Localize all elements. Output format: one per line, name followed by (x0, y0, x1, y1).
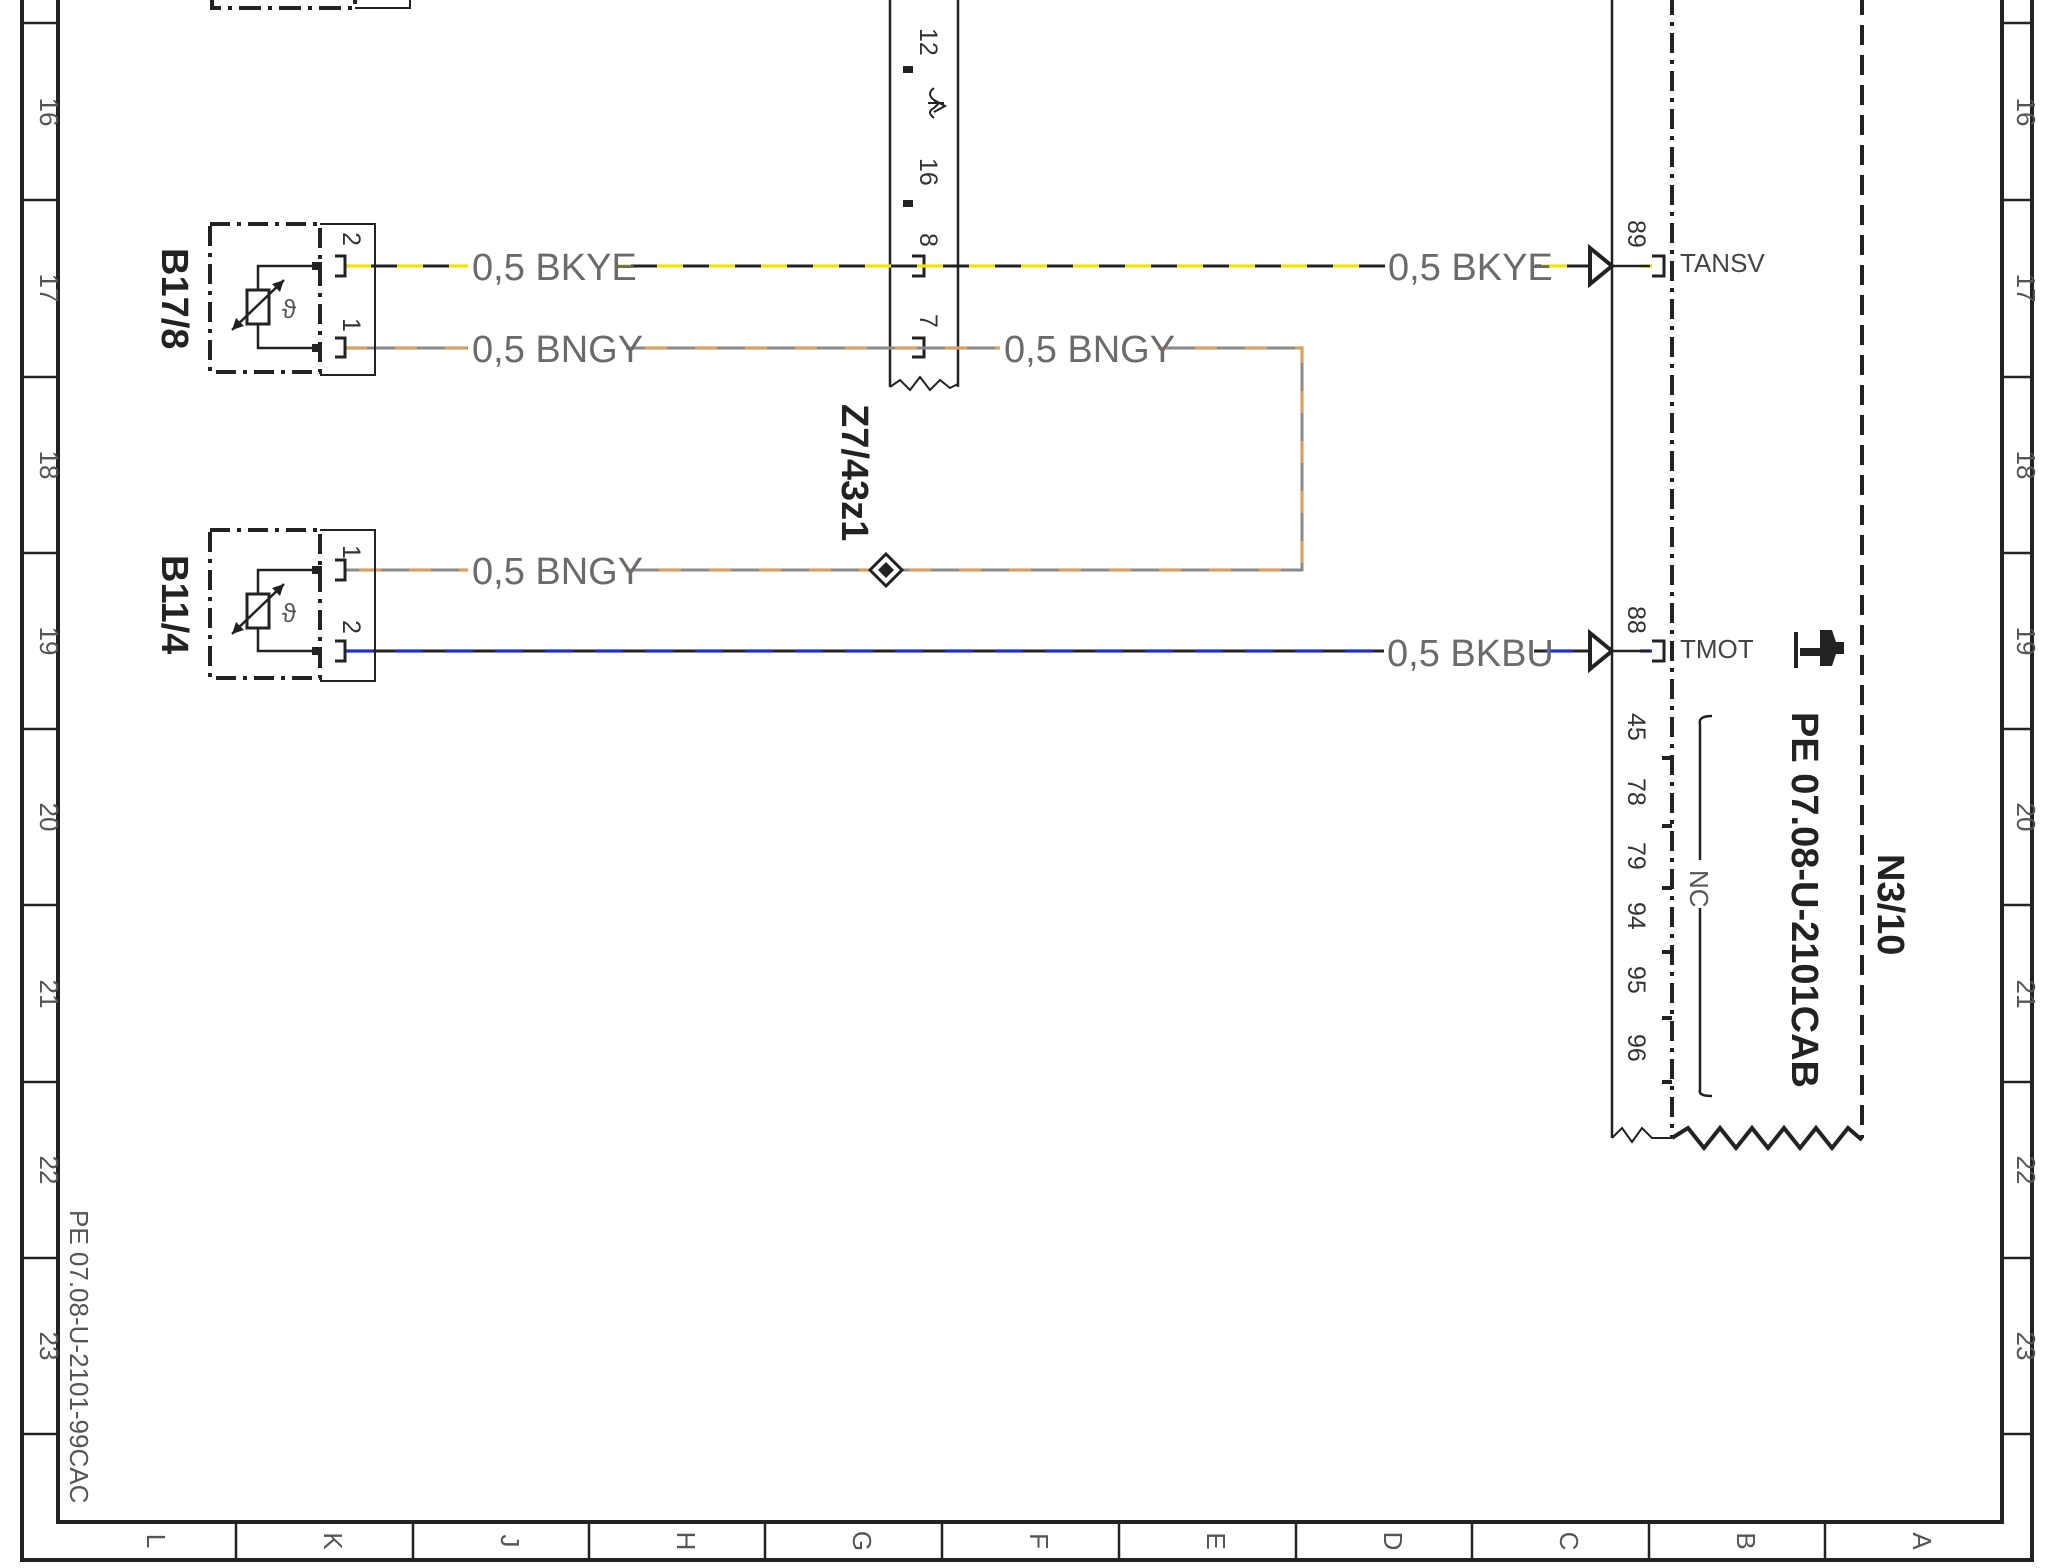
connector-pin-label: 16 (914, 158, 942, 186)
row-labels-right: 16 17 18 19 20 21 22 23 (2011, 98, 2041, 1361)
n3-10-nc-pin: 94 (1622, 902, 1650, 930)
n3-10-nc-pin: 96 (1622, 1034, 1650, 1062)
row-label: 23 (34, 1332, 64, 1361)
row-label: 23 (2011, 1332, 2041, 1361)
n3-10-nc-pin: 95 (1622, 966, 1650, 994)
column-label: E (1201, 1532, 1231, 1549)
wire-label-bkye: 0,5 BKYE (472, 247, 637, 289)
wire-bngy-base (345, 346, 1304, 572)
column-labels: L K J H G F E D C B A (141, 1531, 1937, 1551)
partial-component-top (210, 0, 411, 10)
wires (345, 264, 1652, 653)
column-label: L (141, 1534, 171, 1548)
connector-pin-label: 12 (914, 28, 942, 56)
row-label: 16 (2011, 98, 2041, 127)
column-label: G (847, 1531, 877, 1551)
row-label: 19 (34, 627, 64, 656)
wire-label-bngy: 0,5 BNGY (472, 329, 643, 371)
column-label: B (1731, 1532, 1761, 1549)
column-label: J (495, 1535, 525, 1548)
row-label: 18 (2011, 451, 2041, 480)
wire-bngy (345, 346, 1304, 572)
b17-8-pin-2: 2 (337, 232, 365, 246)
row-label: 17 (34, 274, 64, 303)
hand-pointer-icon (1794, 630, 1844, 668)
wire-label-bngy: 0,5 BNGY (1004, 329, 1175, 371)
row-label: 17 (2011, 274, 2041, 303)
column-ticks (234, 1522, 1827, 1560)
n3-10-label: N3/10 (1869, 854, 1911, 955)
wire-labels: 0,5 BKYE 0,5 BKYE 0,5 BNGY 0,5 BNGY 0,5 … (468, 242, 1554, 675)
splice-z7-43z1: Z7/43z1 (833, 404, 905, 589)
row-label: 20 (34, 803, 64, 832)
connector-pin-label: 7 (914, 314, 942, 328)
n3-10-signal-tmot: TMOT (1680, 634, 1754, 664)
row-label: 21 (34, 980, 64, 1009)
row-label: 19 (2011, 627, 2041, 656)
wire-bngy-stripe (345, 346, 1304, 572)
connector-strip: 12 16 8 7 (888, 0, 960, 392)
row-label: 22 (2011, 1156, 2041, 1185)
column-label: C (1554, 1532, 1584, 1551)
sensor-b11-4: ϑ 1 2 B11/4 (153, 528, 376, 682)
b11-4-label: B11/4 (153, 555, 195, 654)
column-label: D (1378, 1532, 1408, 1551)
sensor-b17-8: ϑ 2 1 B17/8 (153, 222, 376, 376)
wire-label-bngy: 0,5 BNGY (472, 551, 643, 593)
n3-10-reference: PE 07.08-U-2101CAB (1783, 712, 1825, 1088)
row-labels-left: 16 17 18 19 20 21 22 23 (34, 98, 64, 1361)
n3-10-nc-pin: 45 (1622, 713, 1650, 741)
column-label: A (1907, 1532, 1937, 1550)
n3-10-pin-88: 88 (1622, 606, 1650, 634)
n3-10-signal-tansv: TANSV (1680, 248, 1765, 278)
connector-pin-label: 8 (914, 233, 942, 247)
n3-10-nc-label: NC (1684, 870, 1714, 908)
b17-8-pin-1: 1 (337, 318, 365, 332)
row-label: 20 (2011, 803, 2041, 832)
drawing-frame (20, 0, 2034, 1562)
row-label: 18 (34, 451, 64, 480)
n3-10-pin-89: 89 (1622, 220, 1650, 248)
column-label: H (671, 1532, 701, 1551)
document-reference: PE 07.08-U-2101-99CAC (64, 1210, 94, 1503)
z7-43z1-label: Z7/43z1 (833, 404, 875, 541)
n3-10-nc-pin: 78 (1622, 778, 1650, 806)
n3-10-nc-pin: 79 (1622, 842, 1650, 870)
wire-label-bkbu: 0,5 BKBU (1387, 633, 1554, 675)
wire-label-bkye: 0,5 BKYE (1388, 247, 1553, 289)
b17-8-label: B17/8 (153, 248, 195, 349)
svg-text:ϑ: ϑ (282, 294, 297, 324)
control-unit-n3-10: 89 TANSV 88 TMOT 45 78 79 94 95 96 NC PE… (1588, 0, 1911, 1152)
column-label: F (1024, 1533, 1054, 1549)
row-ticks (22, 21, 2032, 1436)
row-label: 21 (2011, 980, 2041, 1009)
row-label: 16 (34, 98, 64, 127)
svg-text:ϑ: ϑ (282, 598, 297, 628)
b11-4-pin-2: 2 (337, 620, 365, 634)
column-label: K (318, 1532, 348, 1550)
row-label: 22 (34, 1156, 64, 1185)
b11-4-pin-1: 1 (337, 545, 365, 559)
